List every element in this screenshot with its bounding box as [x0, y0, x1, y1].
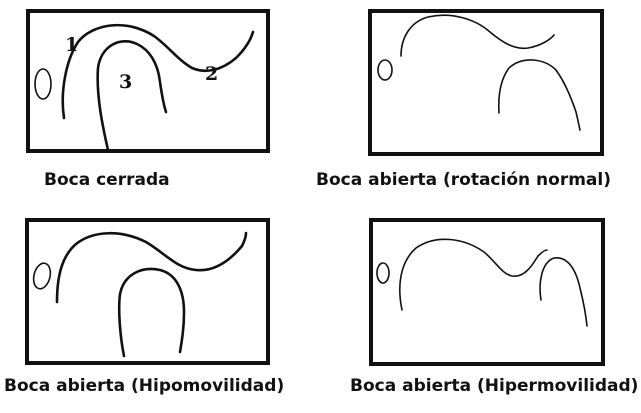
panel-open-normal-rotation [368, 9, 604, 156]
panel-open-hypomobility [25, 218, 270, 365]
mandibular-condyle [539, 257, 588, 327]
panel-frame [369, 218, 605, 366]
mandibular-condyle [96, 39, 168, 152]
label-2: 2 [205, 63, 218, 85]
articular-eminence-curve [400, 14, 555, 57]
caption-open-hypomobility: Boca abierta (Hipomovilidad) [4, 376, 285, 396]
label-3: 3 [119, 71, 132, 93]
mandibular-condyle [117, 267, 186, 358]
ear-canal [32, 262, 52, 290]
caption-closed-mouth: Boca cerrada [44, 170, 170, 190]
mandibular-condyle [497, 59, 581, 131]
panel-frame [25, 218, 270, 365]
panel-closed-mouth: 1 2 3 [26, 9, 270, 153]
panel-frame [26, 9, 270, 153]
caption-open-normal-rotation: Boca abierta (rotación normal) [316, 170, 611, 190]
panel-open-hypermobility [369, 218, 605, 366]
articular-eminence-curve [399, 238, 548, 311]
caption-open-hypermobility: Boca abierta (Hipermovilidad) [350, 376, 639, 396]
label-1: 1 [65, 34, 78, 56]
ear-canal [34, 68, 52, 100]
panel-frame [368, 9, 604, 156]
articular-eminence-curve [55, 231, 248, 304]
ear-canal [377, 59, 393, 81]
articular-eminence-curve [61, 23, 255, 120]
ear-canal [376, 262, 390, 284]
